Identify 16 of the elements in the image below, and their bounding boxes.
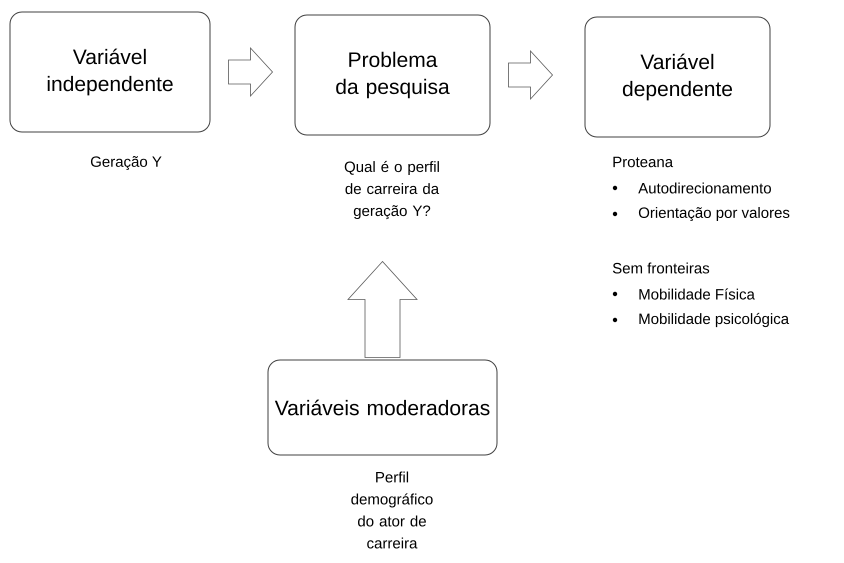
block-arrow (228, 46, 274, 98)
note-text: Proteana (613, 156, 674, 168)
note-text: Orientação por valores (638, 206, 790, 222)
process-box: Variável independente (10, 12, 210, 132)
note-text: Sem fronteiras (612, 262, 710, 274)
block-arrow (508, 50, 554, 100)
note-text: Autodirecionamento (638, 182, 771, 194)
note-text: Perfil demográfico do ator de carreira (351, 472, 433, 548)
process-box: Variáveis moderadoras (268, 360, 498, 456)
note-text: Mobilidade Física (639, 288, 755, 300)
process-box: Problema da pesquisa (294, 14, 490, 136)
process-box: Variável dependente (584, 16, 770, 138)
note-text: Mobilidade psicológica (639, 312, 790, 328)
note-text: Geração Y (90, 156, 162, 170)
note-text: Qual é o perfil de carreira da geração Y? (344, 160, 440, 220)
block-arrow (347, 260, 418, 358)
